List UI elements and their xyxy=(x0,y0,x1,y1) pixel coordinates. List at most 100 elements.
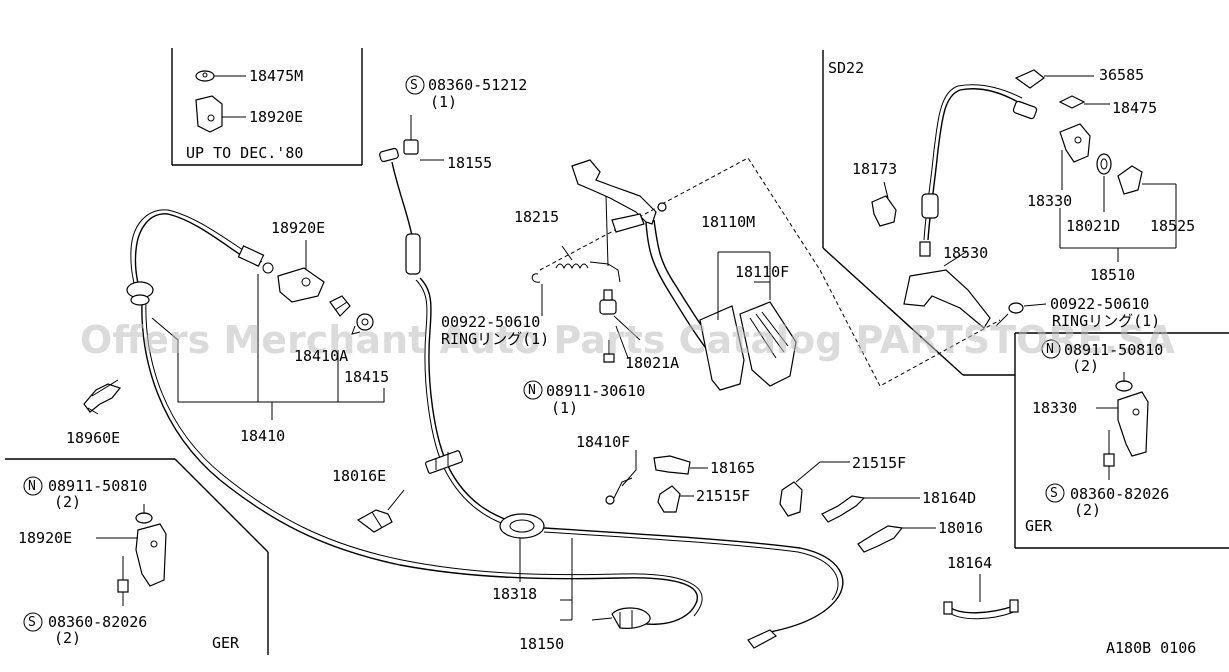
callout-18165: 18165 xyxy=(710,459,756,477)
part-36585-end xyxy=(1014,69,1094,89)
screw-symbols xyxy=(23,75,1065,632)
part-18173-bracket xyxy=(871,181,897,227)
nut-symbol-right: N xyxy=(1046,342,1054,357)
callout-18410F: 18410F xyxy=(576,433,631,451)
leaders-18510 xyxy=(1059,150,1177,262)
pedal-assembly xyxy=(539,157,1001,391)
callout-18016E: 18016E xyxy=(332,467,387,485)
callout-n08911-50810-left-qty: (2) xyxy=(54,493,82,511)
callout-18164: 18164 xyxy=(947,554,993,572)
part-18021D-stopper xyxy=(1096,153,1112,175)
callout-18164D: 18164D xyxy=(922,489,977,507)
part-nut-right-ger xyxy=(1115,372,1133,392)
callout-18920E-ger: 18920E xyxy=(18,529,73,547)
callout-n08911-50810-left: 08911-50810 xyxy=(48,477,148,495)
callout-s08360-82026-right: 08360-82026 xyxy=(1070,485,1170,503)
callout-s08360-82026-left: 08360-82026 xyxy=(48,613,148,631)
callout-ring-mid: RINGリング(1) xyxy=(441,330,550,348)
part-nut-left-ger xyxy=(135,504,153,524)
part-18475-nut xyxy=(1058,95,1110,109)
part-18330-bracket-right xyxy=(1096,391,1149,457)
callout-18330-right: 18330 xyxy=(1032,399,1078,417)
callout-18150: 18150 xyxy=(519,635,565,653)
inset-title-up-to-dec80: UP TO DEC.'80 xyxy=(186,144,304,162)
leaders-18318-18150 xyxy=(519,538,573,621)
callout-s08360-82026-right-qty: (2) xyxy=(1074,501,1102,519)
part-18155-end xyxy=(379,115,444,163)
callout-n08911-30610: 08911-30610 xyxy=(546,382,646,400)
callout-18530: 18530 xyxy=(943,244,989,262)
part-18920E-bracket-ger xyxy=(96,523,167,587)
part-18475M-nut xyxy=(195,70,246,82)
part-18318-18150-end xyxy=(591,607,651,629)
part-18920E-bracket-left xyxy=(277,240,325,303)
callout-18920E-left: 18920E xyxy=(271,219,326,237)
part-18525-clip xyxy=(1117,165,1143,195)
cable-center xyxy=(391,161,844,649)
callout-18525: 18525 xyxy=(1150,217,1196,235)
callout-00922-50610-right: 00922-50610 xyxy=(1050,295,1150,313)
callout-18410A: 18410A xyxy=(294,347,349,365)
callout-s08360-51212: 08360-51212 xyxy=(428,76,528,94)
part-screw-right-ger xyxy=(1103,430,1115,480)
region-sd22-boundary xyxy=(822,50,1229,549)
part-18410F-clip xyxy=(605,450,637,505)
region-ger-left-boundary xyxy=(5,458,269,655)
callout-18215: 18215 xyxy=(514,208,560,226)
part-18410A-clip xyxy=(329,295,351,317)
part-18330-bracket-top xyxy=(1059,123,1091,163)
cable-18410 xyxy=(126,209,703,625)
region-label-ger-right: GER xyxy=(1025,517,1053,535)
screw-symbol-top: S xyxy=(410,78,418,93)
part-18530-bracket xyxy=(903,251,1047,329)
callout-21515F-a: 21515F xyxy=(696,487,751,505)
callout-18173: 18173 xyxy=(852,160,898,178)
callout-36585: 36585 xyxy=(1099,66,1145,84)
nut-symbols xyxy=(23,339,1061,496)
callout-00922-50610-mid: 00922-50610 xyxy=(441,313,541,331)
part-18016E-clip xyxy=(356,489,405,533)
part-18164D-clamp xyxy=(821,495,920,523)
region-label-sd22: SD22 xyxy=(828,59,865,77)
nut-symbol-mid: N xyxy=(528,383,536,398)
part-screw-left-ger xyxy=(117,556,129,606)
callout-n08911-50810-right: 08911-50810 xyxy=(1064,341,1164,359)
cable-sd22 xyxy=(919,84,1038,257)
inset-box-up-to-dec80 xyxy=(171,48,363,166)
callout-18155: 18155 xyxy=(447,154,493,172)
part-18165-bracket xyxy=(653,455,708,475)
callout-18021A: 18021A xyxy=(625,354,680,372)
callout-s08360-51212-qty: (1) xyxy=(430,93,458,111)
callout-18021D: 18021D xyxy=(1066,217,1121,235)
callout-ring-right: RINGリング(1) xyxy=(1052,312,1161,330)
nut-symbol-left: N xyxy=(28,479,36,494)
callout-n08911-50810-right-qty: (2) xyxy=(1072,357,1100,375)
screw-symbol-right: S xyxy=(1050,486,1058,501)
callout-21515F-b: 21515F xyxy=(852,454,907,472)
callout-18415: 18415 xyxy=(344,368,390,386)
callout-18410: 18410 xyxy=(240,427,286,445)
callout-18110F: 18110F xyxy=(735,263,790,281)
callout-18920E-box: 18920E xyxy=(249,108,304,126)
leaders-18410 xyxy=(151,274,385,420)
part-18021A-stopper xyxy=(599,289,641,363)
part-18016-clamp xyxy=(857,525,936,553)
region-label-ger-left: GER xyxy=(212,634,240,652)
part-21515F-clip-b xyxy=(779,461,850,517)
part-18215-spring xyxy=(531,195,645,283)
callout-18475: 18475 xyxy=(1112,99,1158,117)
callout-18016: 18016 xyxy=(938,519,984,537)
callout-s08360-82026-left-qty: (2) xyxy=(54,629,82,647)
part-18164-hose xyxy=(943,574,1019,620)
callout-18110M: 18110M xyxy=(701,213,756,231)
screw-symbol-left: S xyxy=(28,615,36,630)
callout-18510: 18510 xyxy=(1090,266,1136,284)
part-18960E-clamp xyxy=(83,379,122,415)
callout-18475M: 18475M xyxy=(249,67,304,85)
callout-18318: 18318 xyxy=(492,585,538,603)
callout-18330-top: 18330 xyxy=(1027,192,1073,210)
figure-code: A180B 0106 xyxy=(1106,639,1197,657)
part-21515F-clip-a xyxy=(657,485,694,513)
watermark-text: Offers Merchant Auto Parts Catalog PARTS… xyxy=(80,318,1175,362)
